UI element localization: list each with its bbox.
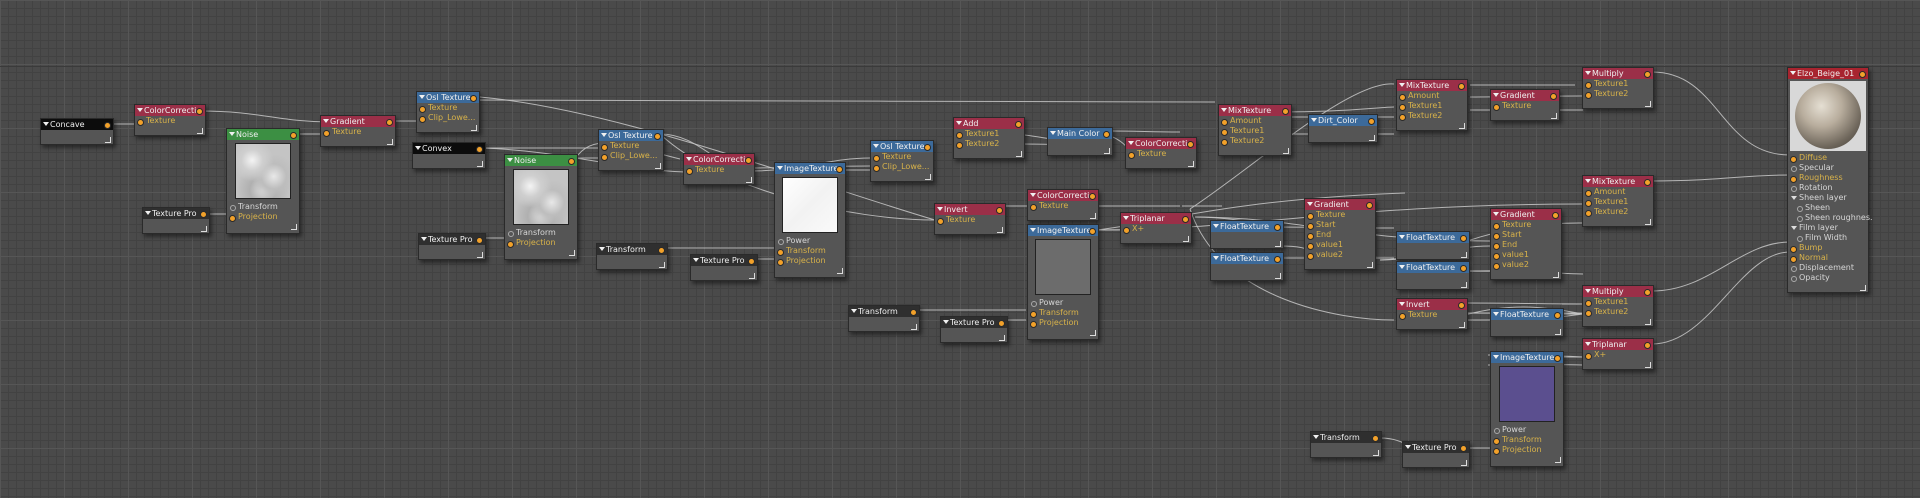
node-invert[interactable]: Invert Texture: [1396, 298, 1468, 330]
node-mix-texture[interactable]: MixTexture Amount Texture1 Texture2: [1218, 104, 1292, 156]
node-invert[interactable]: Invert Texture: [934, 203, 1006, 235]
node-texture-projection[interactable]: Texture Pro: [1402, 441, 1470, 468]
node-image-texture[interactable]: ImageTexture Power Transform Projection: [1490, 351, 1564, 467]
node-header[interactable]: Concave: [41, 119, 113, 130]
node-add[interactable]: Add Texture1 Texture2: [953, 117, 1025, 159]
node-float-texture[interactable]: FloatTexture: [1210, 252, 1284, 281]
node-texture-projection[interactable]: Texture Pro: [418, 233, 486, 260]
node-float-texture[interactable]: FloatTexture: [1396, 261, 1470, 290]
image-preview: [782, 177, 838, 233]
node-noise[interactable]: Noise Transform Projection: [226, 128, 300, 234]
node-texture-projection[interactable]: Texture Pro: [142, 207, 210, 234]
node-colorcorrect[interactable]: ColorCorrecti Texture: [134, 104, 206, 136]
node-transform[interactable]: Transform: [596, 243, 668, 270]
node-gradient[interactable]: Gradient Texture Start End value1 value2: [1490, 208, 1562, 280]
node-triplanar[interactable]: Triplanar X+: [1582, 338, 1654, 370]
node-material-output[interactable]: Elzo_Beige_01 Diffuse Specular Roughness…: [1787, 67, 1873, 293]
node-float-texture[interactable]: FloatTexture: [1490, 308, 1564, 337]
node-dirt-color[interactable]: Dirt_Color: [1308, 114, 1378, 143]
node-float-texture[interactable]: FloatTexture: [1396, 231, 1470, 260]
node-texture-projection[interactable]: Texture Pro: [940, 316, 1008, 343]
node-colorcorrect[interactable]: ColorCorrecti Texture: [1027, 189, 1099, 221]
node-osl-texture[interactable]: Osl Texture Texture Clip_Lowe...: [598, 129, 664, 171]
node-osl-texture[interactable]: Osl Texture Texture Clip_Lowe...: [870, 140, 934, 182]
node-multiply[interactable]: Multiply Texture1 Texture2: [1582, 285, 1654, 327]
node-osl-texture[interactable]: Osl Texture Texture Clip_Lowe...: [416, 91, 480, 133]
noise-preview: [513, 169, 569, 225]
node-texture-projection[interactable]: Texture Pro: [690, 254, 758, 281]
node-transform[interactable]: Transform: [848, 305, 920, 332]
node-main-color[interactable]: Main Color: [1047, 127, 1113, 156]
image-preview: [1499, 366, 1555, 422]
sphere-preview: [1795, 83, 1861, 149]
node-colorcorrect[interactable]: ColorCorrecti Texture: [683, 153, 755, 185]
node-convex[interactable]: Convex: [412, 142, 486, 169]
node-gradient[interactable]: Gradient Texture: [320, 115, 396, 147]
node-triplanar[interactable]: Triplanar X+: [1120, 212, 1192, 244]
node-image-texture[interactable]: ImageTexture Power Transform Projection: [1027, 224, 1099, 340]
node-float-texture[interactable]: FloatTexture: [1210, 220, 1284, 249]
graph-editor-toolbar-area: [0, 0, 1920, 67]
node-mix-texture[interactable]: MixTexture Amount Texture1 Texture2: [1396, 79, 1468, 131]
node-transform[interactable]: Transform: [1310, 431, 1382, 458]
noise-preview: [235, 143, 291, 199]
node-colorcorrect[interactable]: ColorCorrecti Texture: [1125, 137, 1197, 169]
node-noise[interactable]: Noise Transform Projection: [504, 154, 578, 260]
image-preview: [1035, 239, 1091, 295]
node-gradient[interactable]: Gradient Texture Start End value1 value2: [1304, 198, 1376, 270]
node-image-texture[interactable]: ImageTexture Power Transform Projection: [774, 162, 846, 278]
material-preview: [1790, 81, 1866, 151]
node-gradient[interactable]: Gradient Texture: [1490, 89, 1560, 121]
node-concave[interactable]: Concave: [40, 118, 114, 145]
node-multiply[interactable]: Multiply Texture1 Texture2: [1582, 67, 1654, 109]
node-mix-texture[interactable]: MixTexture Amount Texture1 Texture2: [1582, 175, 1654, 227]
